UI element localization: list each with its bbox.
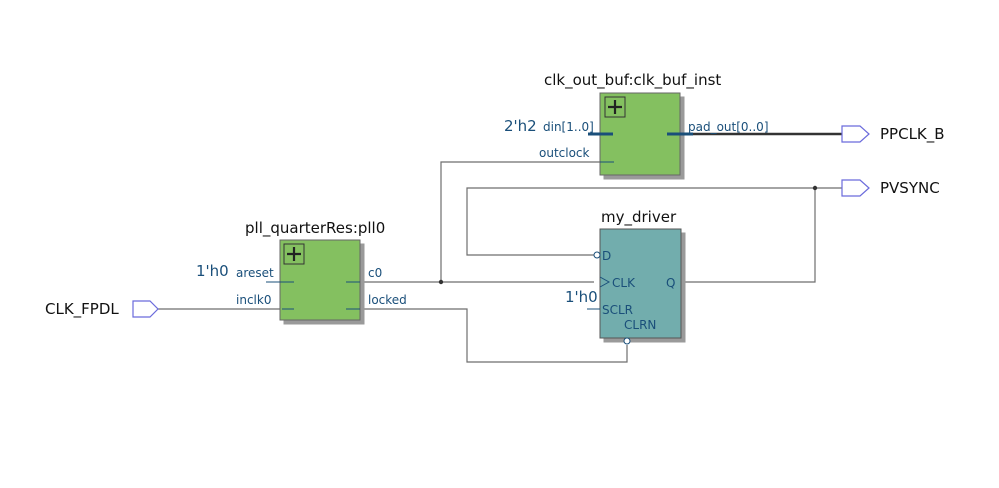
port-label: pad_out[0..0]: [688, 120, 769, 134]
port-label: din[1..0]: [543, 120, 594, 134]
input-port-clk-fpdl[interactable]: CLK_FPDL: [45, 300, 159, 319]
wire-q[interactable]: [685, 187, 842, 283]
inversion-bubble: [593, 251, 601, 259]
expand-plus-icon[interactable]: [604, 96, 626, 118]
inversion-bubble: [623, 337, 631, 345]
port-label: locked: [368, 293, 407, 307]
port-label: inclk0: [236, 293, 271, 307]
input-port-icon: [132, 300, 159, 318]
output-port-ppclk-b[interactable]: PPCLK_B: [841, 125, 945, 144]
port-label: D: [602, 249, 611, 263]
output-port-label: PVSYNC: [880, 179, 940, 197]
const-value: 2'h2: [504, 117, 537, 135]
block-clk-out-buf[interactable]: clk_out_buf:clk_buf_inst 2'h2 din[1..0] …: [504, 71, 769, 176]
block-pll[interactable]: pll_quarterRes:pll0 1'h0 areset inclk0 c…: [196, 219, 407, 321]
block-title: my_driver: [601, 208, 677, 227]
block-title: pll_quarterRes:pll0: [245, 219, 385, 238]
wire-outclock[interactable]: [440, 161, 600, 282]
output-port-icon: [841, 179, 870, 197]
port-label: Q: [666, 276, 675, 290]
junction-c0: [438, 279, 444, 285]
output-port-icon: [841, 125, 870, 143]
port-label: areset: [236, 266, 274, 280]
wires: [158, 132, 842, 363]
output-port-label: PPCLK_B: [880, 125, 945, 144]
wire-feedback-d[interactable]: [466, 187, 815, 256]
block-body: [599, 228, 682, 339]
port-label: outclock: [539, 146, 590, 160]
block-my-driver[interactable]: my_driver D CLK 1'h0 SCLR CLRN Q: [565, 208, 682, 345]
block-title: clk_out_buf:clk_buf_inst: [544, 71, 721, 90]
output-port-pvsync[interactable]: PVSYNC: [841, 179, 940, 197]
clock-edge-icon: [599, 276, 611, 288]
expand-plus-icon[interactable]: [283, 243, 305, 265]
port-label: CLK: [612, 276, 636, 290]
port-label: CLRN: [624, 318, 656, 332]
port-label: SCLR: [602, 303, 633, 317]
const-value: 1'h0: [196, 262, 229, 280]
wire-locked[interactable]: [346, 308, 628, 363]
const-value: 1'h0: [565, 288, 598, 306]
port-label: c0: [368, 266, 382, 280]
junction-q: [812, 185, 818, 191]
input-port-label: CLK_FPDL: [45, 300, 119, 319]
